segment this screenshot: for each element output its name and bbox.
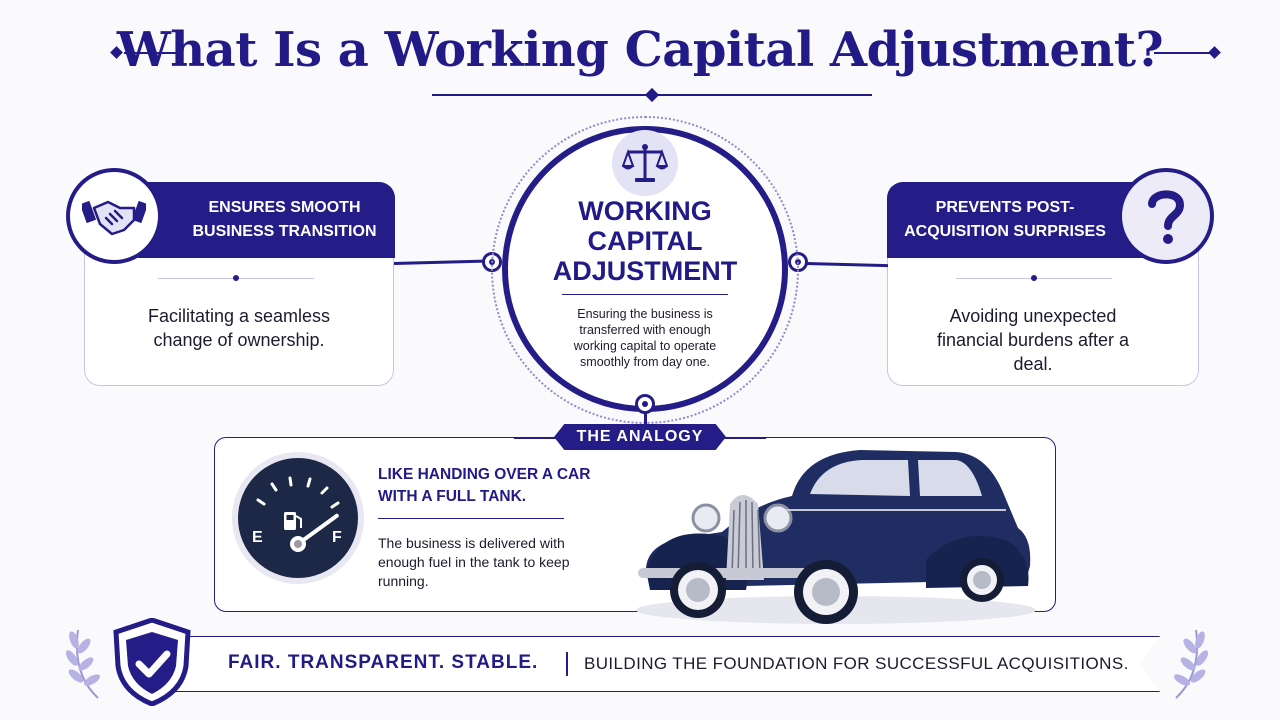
analogy-heading: LIKE HANDING OVER A CAR WITH A FULL TANK… <box>378 466 591 505</box>
question-mark-icon <box>1148 190 1185 244</box>
balance-scale-icon <box>622 144 668 182</box>
left-card-body: Facilitating a seamless change of owners… <box>147 306 331 350</box>
fuel-gauge: E F <box>232 452 364 584</box>
vintage-car-image <box>636 450 1036 624</box>
shield-check-icon <box>113 618 191 706</box>
fuel-pump-icon <box>284 512 302 530</box>
footer-separator <box>566 652 568 676</box>
analogy-tab-line-right <box>722 437 766 439</box>
right-card-body: Avoiding unexpected financial burdens af… <box>936 306 1130 374</box>
bottom-connector <box>644 413 647 425</box>
page-title: What Is a Working Capital Adjustment? <box>116 22 1164 78</box>
title-rule-right <box>1154 52 1210 54</box>
title-underline-diamond <box>644 87 660 103</box>
footer-banner <box>160 636 1160 692</box>
analogy-tab-line-left <box>514 437 558 439</box>
gauge-full-label: F <box>332 529 342 546</box>
laurel-left-icon <box>65 629 101 699</box>
gauge-empty-label: E <box>252 529 263 546</box>
left-card-header: ENSURES SMOOTH BUSINESS TRANSITION <box>138 182 395 258</box>
laurel-right-icon <box>1173 629 1209 699</box>
bottom-connector-node <box>635 394 655 414</box>
footer-tagline: FAIR. TRANSPARENT. STABLE. <box>228 652 539 673</box>
right-card-header: PREVENTS POST-ACQUISITION SURPRISES <box>887 182 1143 258</box>
right-card-divider-dot <box>1031 275 1037 281</box>
left-card-icon-badge <box>66 168 162 264</box>
right-connector <box>805 262 889 268</box>
center-icon-badge <box>612 130 678 196</box>
center-description: Ensuring the business is transferred wit… <box>573 307 717 369</box>
center-rule <box>562 294 728 295</box>
right-card-icon-badge <box>1118 168 1214 264</box>
title-rule-left <box>124 52 180 54</box>
left-connector <box>393 259 485 265</box>
footer-subtitle: BUILDING THE FOUNDATION FOR SUCCESSFUL A… <box>584 654 1129 673</box>
left-card-divider-dot <box>233 275 239 281</box>
analogy-tab: THE ANALOGY <box>554 424 726 450</box>
center-title: WORKING CAPITAL ADJUSTMENT <box>552 196 738 286</box>
left-card-heading: ENSURES SMOOTH BUSINESS TRANSITION <box>192 199 377 240</box>
analogy-rule <box>378 518 564 519</box>
handshake-icon <box>82 200 146 236</box>
analogy-body: The business is delivered with enough fu… <box>378 535 570 589</box>
right-card-heading: PREVENTS POST-ACQUISITION SURPRISES <box>904 199 1106 240</box>
